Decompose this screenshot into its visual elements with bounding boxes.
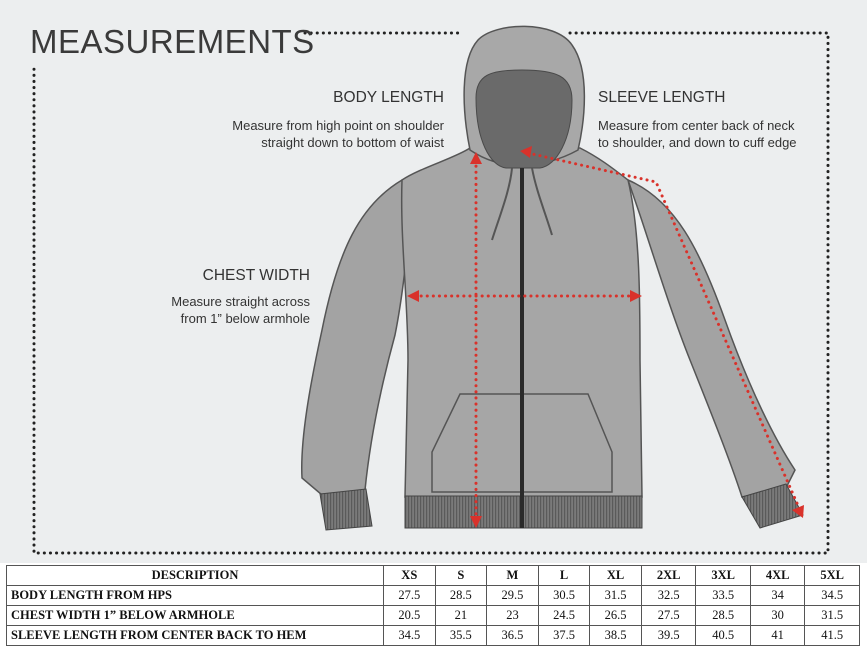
dotted-frame	[32, 31, 830, 555]
table-cell: 39.5	[640, 625, 697, 646]
column-header: XS	[383, 565, 436, 586]
drawstring-right	[531, 167, 553, 236]
drawstring-left	[491, 167, 513, 241]
column-header: 4XL	[749, 565, 806, 586]
table-cell: 29.5	[486, 585, 539, 606]
column-header: 5XL	[804, 565, 860, 586]
column-header: DESCRIPTION	[6, 565, 384, 586]
table-cell: 36.5	[486, 625, 539, 646]
body-length-description: Measure from high point on shoulder stra…	[184, 117, 444, 151]
table-row: CHEST WIDTH 1” BELOW ARMHOLE 20.5 21 23 …	[6, 605, 860, 626]
body-length-desc-line1: Measure from high point on shoulder	[232, 118, 444, 133]
column-header: M	[486, 565, 539, 586]
chest-width-desc-line2: from 1” below armhole	[180, 311, 310, 326]
body-length-desc-line2: straight down to bottom of waist	[261, 135, 444, 150]
table-cell: 35.5	[434, 625, 488, 646]
table-cell: 41	[749, 625, 806, 646]
table-cell: 34	[749, 585, 806, 606]
table-cell: 24.5	[537, 605, 591, 626]
chest-width-desc-line1: Measure straight across	[171, 294, 310, 309]
row-label: SLEEVE LENGTH FROM CENTER BACK TO HEM	[6, 625, 384, 646]
table-row: BODY LENGTH FROM HPS 27.5 28.5 29.5 30.5…	[6, 585, 860, 606]
table-cell: 38.5	[589, 625, 642, 646]
row-label: BODY LENGTH FROM HPS	[6, 585, 384, 606]
sleeve-length-desc-line2: to shoulder, and down to cuff edge	[598, 135, 797, 150]
table-row: SLEEVE LENGTH FROM CENTER BACK TO HEM 34…	[6, 625, 860, 646]
table-cell: 28.5	[434, 585, 488, 606]
table-cell: 27.5	[640, 605, 697, 626]
column-header: L	[537, 565, 591, 586]
column-header: 3XL	[695, 565, 751, 586]
chest-width-description: Measure straight across from 1” below ar…	[110, 293, 310, 327]
column-header: 2XL	[640, 565, 697, 586]
right-sleeve	[626, 178, 796, 498]
table-cell: 37.5	[537, 625, 591, 646]
table-cell: 26.5	[589, 605, 642, 626]
table-cell: 31.5	[804, 605, 860, 626]
table-cell: 23	[486, 605, 539, 626]
column-header: XL	[589, 565, 642, 586]
table-cell: 34.5	[804, 585, 860, 606]
column-header: S	[434, 565, 488, 586]
left-cuff	[319, 488, 373, 531]
table-cell: 32.5	[640, 585, 697, 606]
arrowheads	[407, 146, 804, 528]
table-cell: 30.5	[537, 585, 591, 606]
table-cell: 30	[749, 605, 806, 626]
sleeve-length-desc-line1: Measure from center back of neck	[598, 118, 795, 133]
table-cell: 31.5	[589, 585, 642, 606]
page-title: MEASUREMENTS	[30, 23, 315, 60]
table-cell: 41.5	[804, 625, 860, 646]
table-cell: 40.5	[695, 625, 751, 646]
size-chart-table: DESCRIPTION XS S M L XL 2XL 3XL 4XL 5XL …	[6, 565, 860, 646]
hood-opening	[475, 69, 573, 169]
hoodie-illustration	[32, 25, 830, 555]
table-header-row: DESCRIPTION XS S M L XL 2XL 3XL 4XL 5XL	[6, 565, 860, 586]
sleeve-length-description: Measure from center back of neck to shou…	[598, 117, 838, 151]
table-cell: 28.5	[695, 605, 751, 626]
body-length-heading: BODY LENGTH	[333, 89, 444, 106]
sleeve-length-heading: SLEEVE LENGTH	[598, 89, 726, 106]
table-cell: 20.5	[383, 605, 436, 626]
table-cell: 34.5	[383, 625, 436, 646]
table-cell: 21	[434, 605, 488, 626]
row-label: CHEST WIDTH 1” BELOW ARMHOLE	[6, 605, 384, 626]
table-cell: 27.5	[383, 585, 436, 606]
table-cell: 33.5	[695, 585, 751, 606]
left-sleeve	[300, 178, 411, 496]
measurement-lines	[413, 151, 802, 522]
chest-width-heading: CHEST WIDTH	[202, 267, 310, 284]
measurement-diagram: MEASUREMENTS BODY LENGTH Measure from hi…	[0, 0, 867, 563]
sleeve-length-line	[526, 151, 802, 512]
